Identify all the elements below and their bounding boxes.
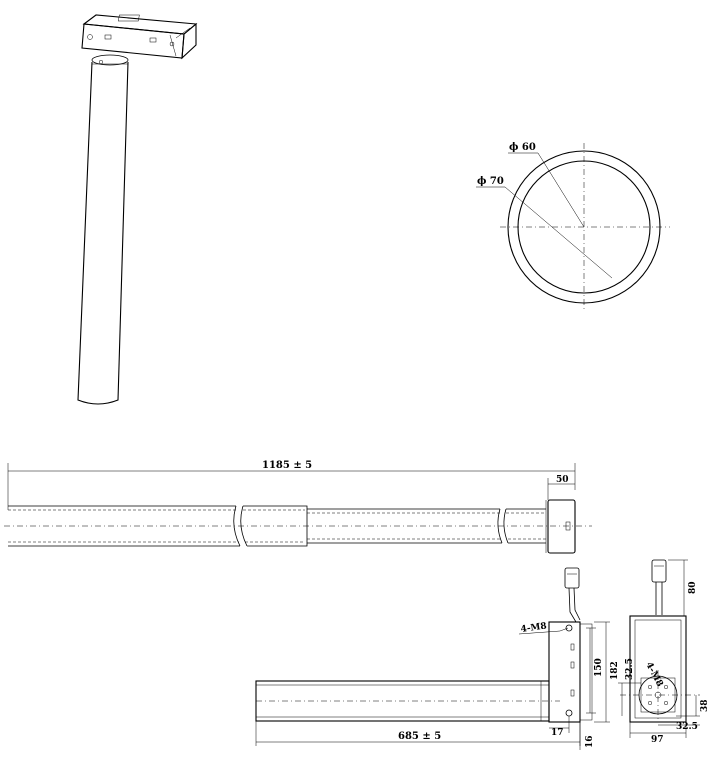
short-side-view: 4-M8 150 182 685 ± 5 17 16: [255, 567, 620, 750]
dim-182: 182: [610, 661, 620, 680]
iso-pole-collar: [91, 54, 129, 66]
short-housing: [548, 621, 581, 723]
cross-section: ϕ 60 ϕ 70: [476, 142, 670, 311]
dim-head-width: 50: [556, 475, 569, 485]
dim-total-length: 1185 ± 5: [262, 460, 312, 471]
dim-16: 16: [585, 735, 595, 748]
isometric-view: [77, 14, 198, 405]
long-head: [547, 499, 576, 554]
long-tube-segment-1: [8, 505, 240, 547]
iso-head-front: [81, 23, 185, 59]
dim-17: 17: [551, 728, 564, 738]
dim-cable-80: 80: [688, 581, 698, 594]
dim-short-length: 685 ± 5: [398, 731, 441, 742]
dim-32-5-left: 32.5: [625, 658, 635, 680]
dim-97: 97: [651, 735, 664, 745]
dim-38: 38: [700, 699, 710, 712]
iso-head-side: [181, 22, 197, 60]
end-housing: [629, 615, 687, 723]
dim-short-holes: 4-M8: [520, 621, 547, 635]
end-view: 80 4-M8 32.5 38 32.5 97: [618, 559, 710, 745]
dim-phi-70: ϕ 70: [477, 176, 504, 187]
dim-end-holes: 4-M8: [643, 661, 664, 689]
dim-phi-60: ϕ 60: [509, 142, 536, 153]
dim-150: 150: [594, 658, 604, 677]
iso-pole: [77, 61, 129, 405]
iso-head-top: [82, 14, 198, 35]
dim-32-5-bottom: 32.5: [676, 722, 698, 732]
long-side-view: 1185 ± 5 50: [4, 460, 592, 554]
